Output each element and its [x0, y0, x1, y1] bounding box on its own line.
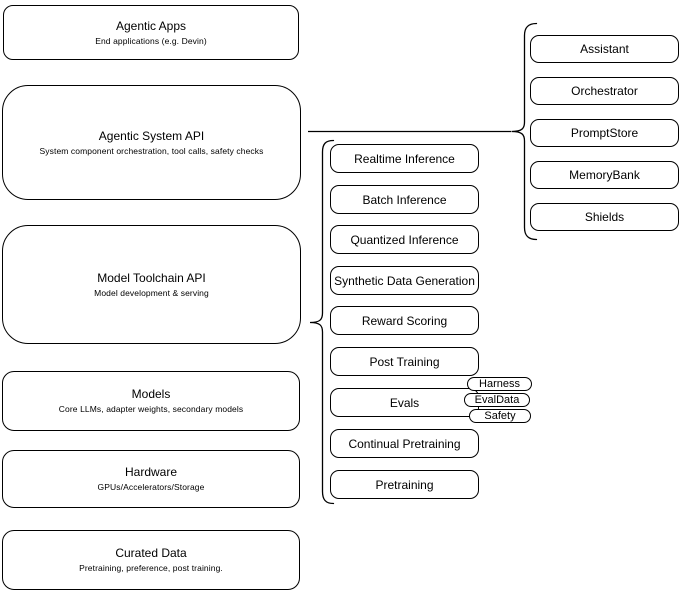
component-label: PromptStore [570, 126, 639, 140]
component-promptstore: PromptStore [530, 119, 679, 147]
component-assistant: Assistant [530, 35, 679, 63]
box-curated-data: Curated Data Pretraining, preference, po… [2, 530, 300, 590]
toolchain-item-post-training: Post Training [330, 347, 479, 376]
agentic-system-api-title: Agentic System API [98, 128, 205, 143]
eval-tag-harness: Harness [467, 377, 532, 391]
curated-data-title: Curated Data [115, 546, 187, 560]
agentic-apps-subtitle: End applications (e.g. Devin) [95, 35, 207, 46]
component-label: MemoryBank [569, 168, 640, 182]
eval-tag-evaldata: EvalData [464, 393, 530, 407]
toolchain-item-pretraining: Pretraining [330, 470, 479, 499]
toolchain-item-synthetic-data-generation: Synthetic Data Generation [330, 266, 479, 295]
component-label: Assistant [580, 42, 629, 56]
eval-tag-label: Safety [484, 410, 516, 422]
models-subtitle: Core LLMs, adapter weights, secondary mo… [58, 404, 244, 414]
toolchain-item-reward-scoring: Reward Scoring [330, 306, 479, 335]
hardware-title: Hardware [124, 465, 178, 479]
toolchain-item-label: Batch Inference [362, 192, 447, 207]
toolchain-item-continual-pretraining: Continual Pretraining [330, 429, 479, 458]
toolchain-item-label: Evals [389, 395, 420, 410]
component-label: Orchestrator [571, 84, 638, 98]
box-agentic-apps: Agentic Apps End applications (e.g. Devi… [3, 5, 299, 60]
toolchain-item-quantized-inference: Quantized Inference [330, 225, 479, 254]
component-memorybank: MemoryBank [530, 161, 679, 189]
toolchain-item-label: Continual Pretraining [348, 436, 461, 451]
agentic-apps-title: Agentic Apps [115, 18, 187, 33]
eval-tag-label: EvalData [474, 394, 520, 406]
toolchain-item-batch-inference: Batch Inference [330, 185, 479, 214]
models-title: Models [131, 387, 171, 401]
toolchain-item-label: Realtime Inference [354, 151, 455, 166]
eval-tag-safety: Safety [469, 409, 531, 423]
toolchain-item-realtime-inference: Realtime Inference [330, 144, 479, 173]
component-shields: Shields [530, 203, 679, 231]
toolchain-item-label: Quantized Inference [350, 232, 459, 247]
component-label: Shields [584, 210, 625, 224]
box-hardware: Hardware GPUs/Accelerators/Storage [2, 450, 300, 508]
component-orchestrator: Orchestrator [530, 77, 679, 105]
curated-data-subtitle: Pretraining, preference, post training. [79, 563, 223, 573]
toolchain-item-label: Pretraining [375, 477, 434, 492]
eval-tag-label: Harness [479, 378, 520, 390]
toolchain-item-label: Synthetic Data Generation [334, 273, 475, 288]
toolchain-item-label: Post Training [369, 354, 440, 369]
toolchain-item-label: Reward Scoring [361, 313, 448, 328]
box-agentic-system-api: Agentic System API System component orch… [2, 85, 301, 200]
hardware-subtitle: GPUs/Accelerators/Storage [97, 482, 205, 492]
toolchain-item-evals: Evals [330, 388, 479, 417]
box-model-toolchain-api: Model Toolchain API Model development & … [2, 225, 301, 344]
model-toolchain-api-title: Model Toolchain API [97, 270, 206, 285]
model-toolchain-api-subtitle: Model development & serving [94, 287, 209, 298]
box-models: Models Core LLMs, adapter weights, secon… [2, 371, 300, 431]
agentic-system-api-subtitle: System component orchestration, tool cal… [39, 145, 264, 156]
